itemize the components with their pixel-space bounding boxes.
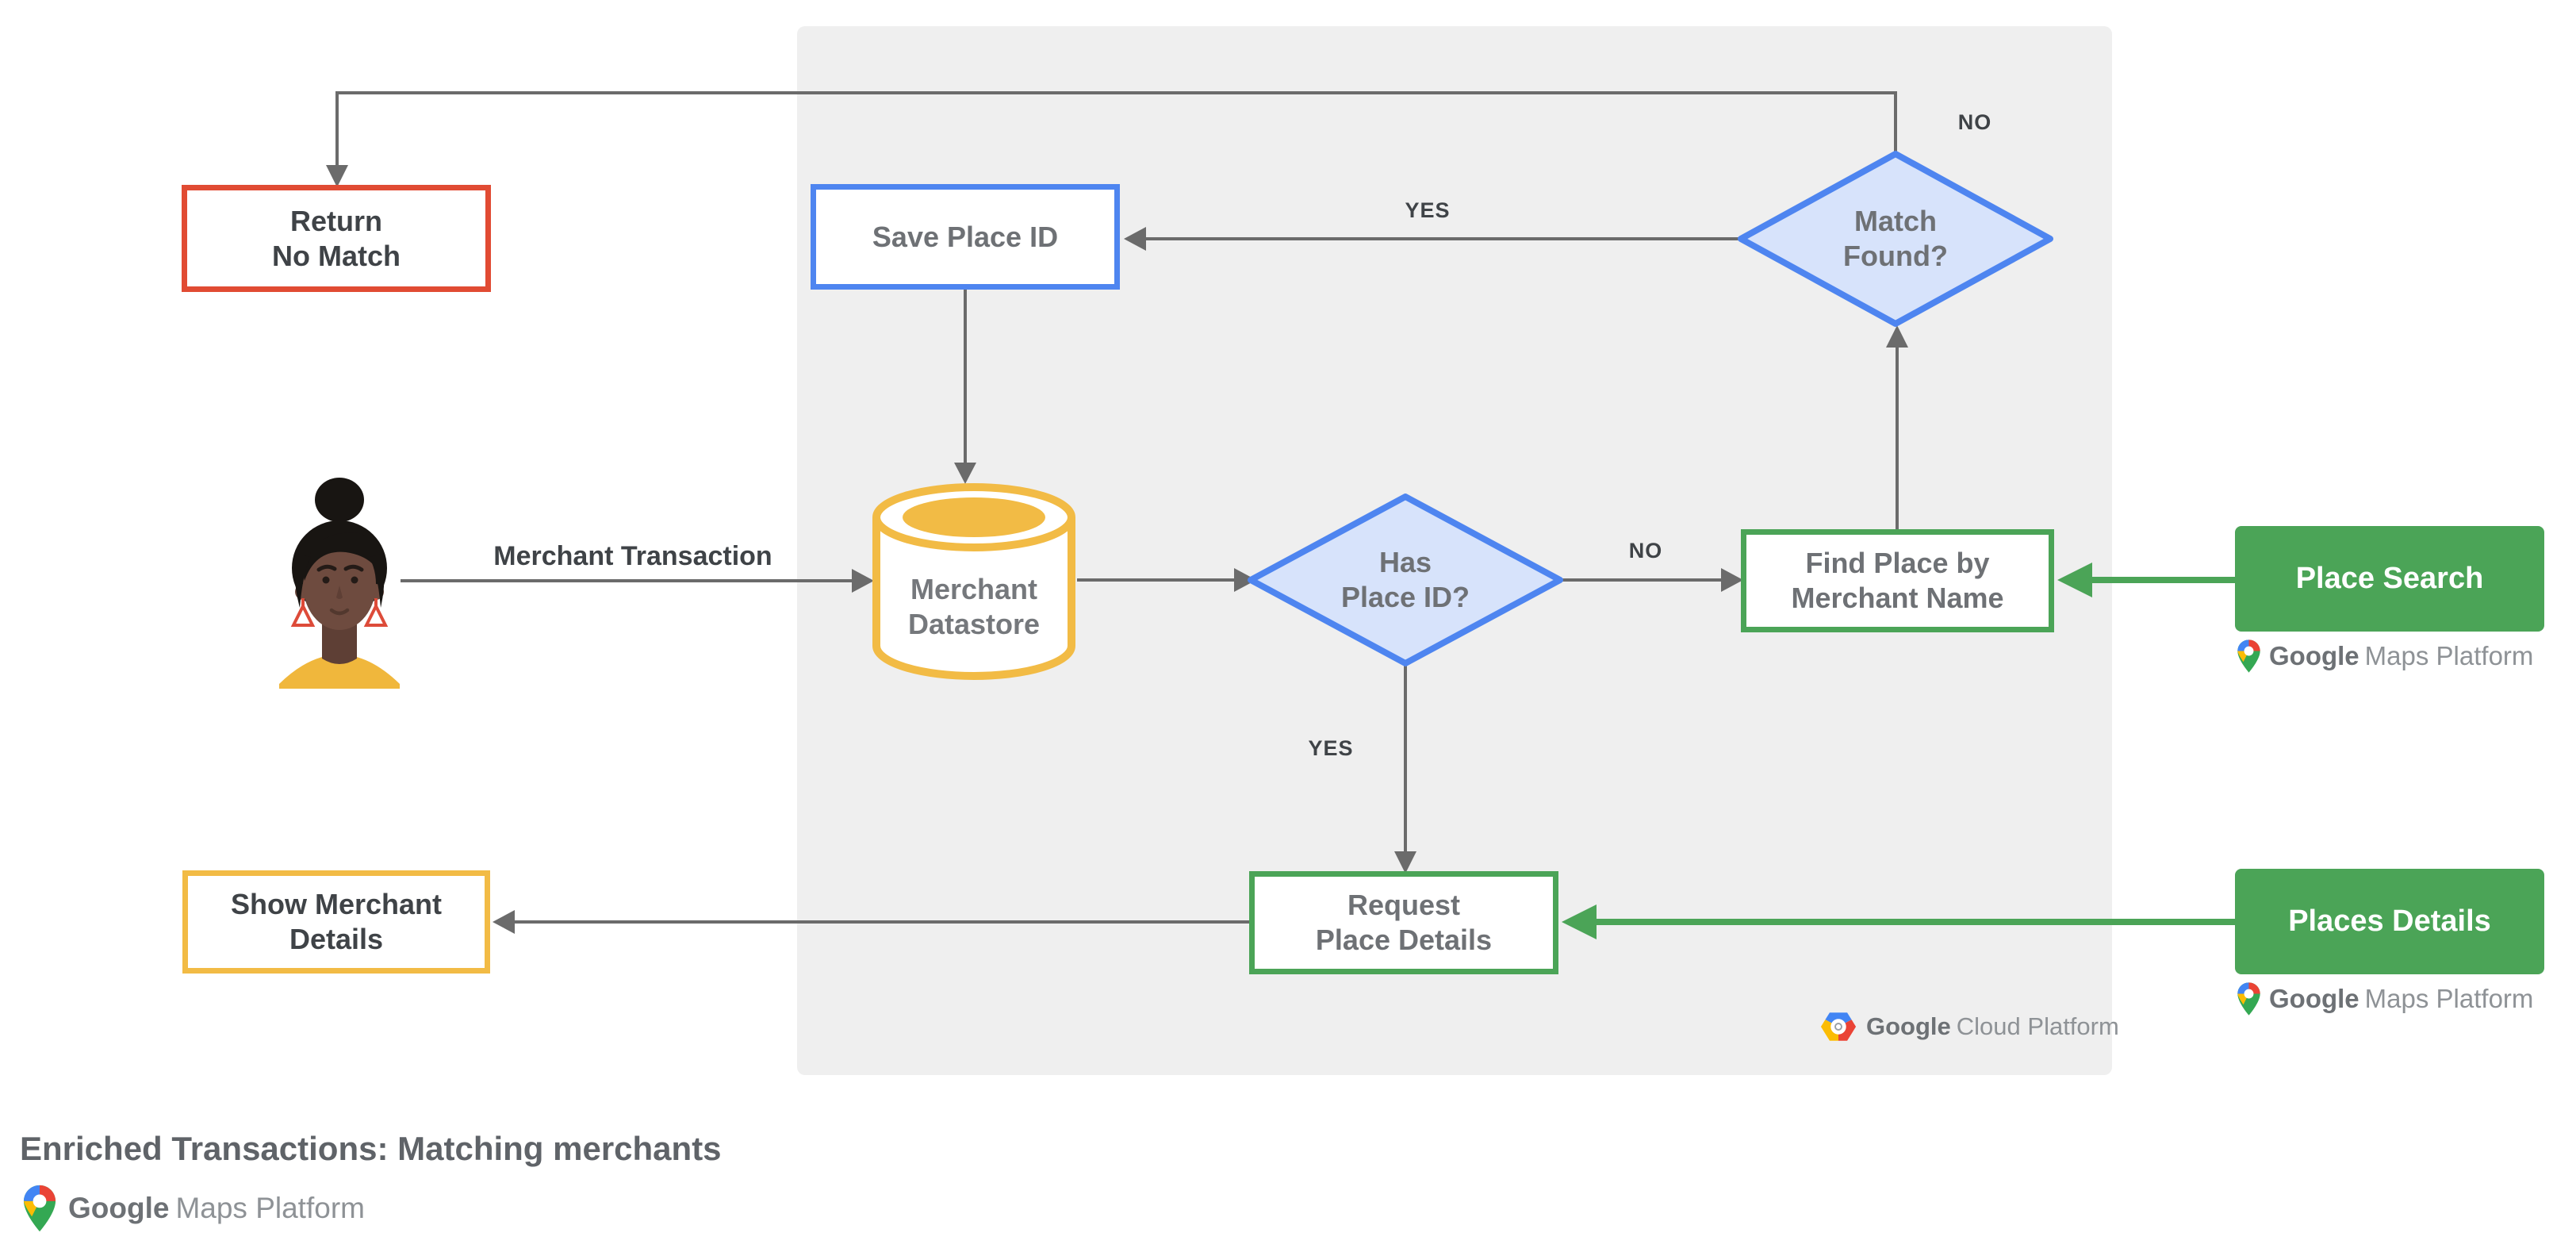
brand-google: Google [2269,641,2359,670]
gmp-logo-places-details: Google Maps Platform [2237,981,2533,1017]
arrowhead [954,463,976,484]
node-has-place-id: Has Place ID? [1247,493,1564,667]
brand-product: Maps Platform [2364,984,2534,1013]
label-no: NO [1628,539,1663,563]
arrowhead [1721,568,1743,592]
maps-pin-icon [23,1185,56,1232]
node-find-place-by-merchant-name: Find Place by Merchant Name [1741,529,2054,632]
arrowhead [1886,325,1908,348]
label-merchant-transaction: Merchant Transaction [493,541,772,571]
diamond-shape [1738,151,2053,327]
diamond-shape [1248,494,1563,666]
database-cylinder-icon [872,483,1075,680]
arrowhead [1124,227,1146,251]
node-show-merchant-details: Show Merchant Details [182,870,490,974]
gmp-logo-place-search: Google Maps Platform [2237,638,2533,674]
arrowhead [1394,851,1416,874]
node-merchant-datastore: Merchant Datastore [866,478,1082,686]
arrowhead [1234,568,1256,592]
diamond-label: Match Found? [1843,205,1948,272]
arrowhead-green [1562,904,1597,939]
merchant-user-avatar [276,468,403,693]
arrowhead [326,165,348,187]
diagram-title: Enriched Transactions: Matching merchant… [20,1130,722,1167]
gmp-logo-footer: Google Maps Platform [22,1184,365,1233]
brand-google: Google [68,1192,170,1224]
arrowhead [852,569,874,593]
label-yes: YES [1405,198,1451,222]
cloud-hexagon-icon [1820,1012,1857,1041]
brand-product: Maps Platform [175,1192,365,1224]
arrowhead [493,910,515,934]
node-places-details: Places Details [2235,869,2544,974]
node-request-place-details: Request Place Details [1249,871,1558,974]
node-match-found: Match Found? [1737,150,2054,328]
label-no: NO [1957,110,1992,134]
diamond-label: Has Place ID? [1340,546,1470,613]
brand-google: Google [2269,984,2359,1013]
gcp-logo: Google Cloud Platform [1820,1011,2119,1043]
brand-google: Google [1866,1012,1951,1040]
cylinder-label: Merchant Datastore [907,573,1041,640]
edge-matchfound-no-to-return [335,91,1897,166]
maps-pin-icon [2237,639,2260,673]
maps-pin-icon [2237,982,2260,1016]
label-yes: YES [1308,736,1354,760]
person-icon [279,478,400,689]
node-save-place-id: Save Place ID [811,184,1120,290]
brand-product: Cloud Platform [1956,1012,2119,1040]
node-return-no-match: Return No Match [182,185,491,292]
arrowhead-green [2057,563,2092,597]
node-place-search: Place Search [2235,526,2544,632]
brand-product: Maps Platform [2364,641,2534,670]
